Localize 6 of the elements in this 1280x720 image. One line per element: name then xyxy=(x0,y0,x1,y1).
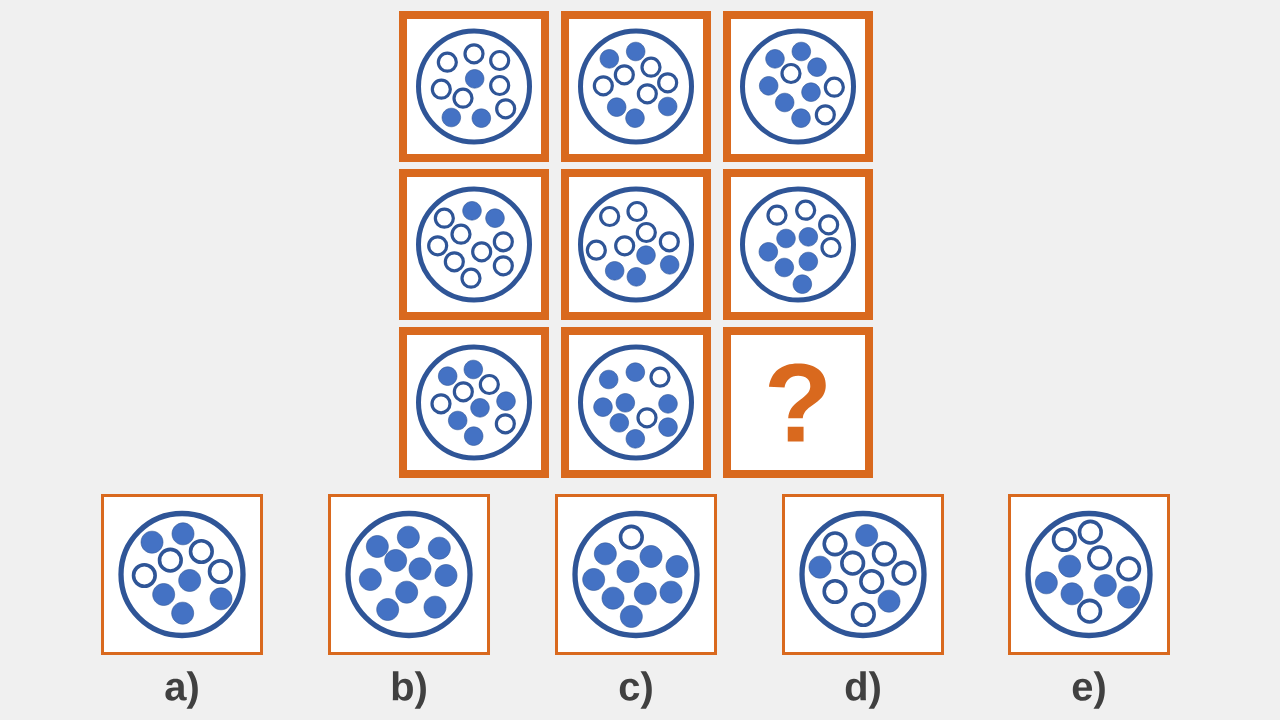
option-label: d) xyxy=(845,671,880,709)
option-label: c) xyxy=(619,671,652,709)
option-label: e) xyxy=(1072,671,1105,709)
puzzle-tile: ? xyxy=(723,327,873,478)
option-label: b) xyxy=(392,671,426,709)
option-label: a) xyxy=(165,671,198,709)
